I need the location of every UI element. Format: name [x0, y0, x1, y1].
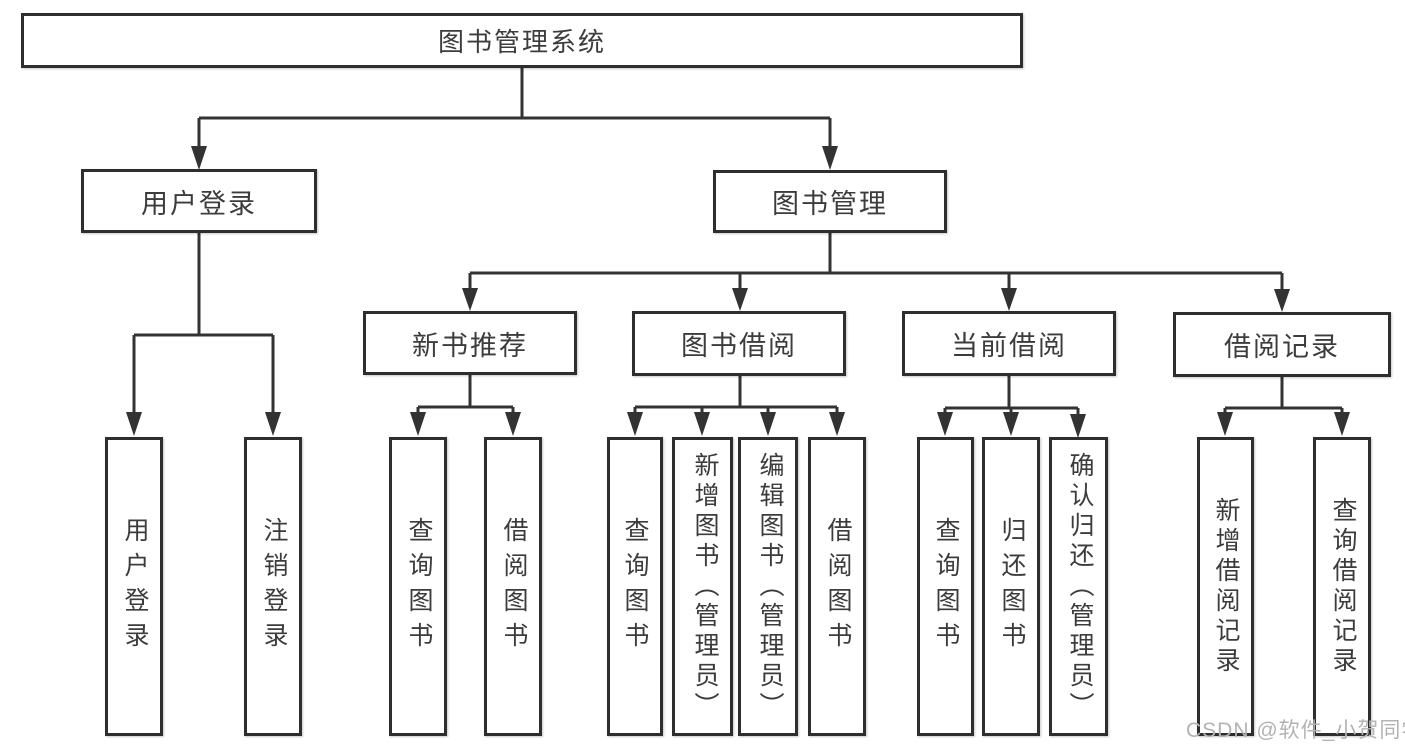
- node-new-books-label: 新书推荐: [412, 330, 528, 361]
- leaf-records-add: 新增借阅记录: [1197, 437, 1254, 736]
- node-book-borrow: 图书借阅: [632, 311, 846, 376]
- node-current-borrow: 当前借阅: [902, 311, 1116, 376]
- arrowhead-icon: [1274, 289, 1290, 312]
- leaf-bookborrow-edit: 编辑图书（管理员）: [738, 437, 798, 736]
- leaf-bookborrow-query: 查询图书: [607, 437, 663, 736]
- arrowhead-icon: [505, 412, 521, 436]
- connector-root: [191, 68, 838, 170]
- leaf-logout: 注销登录: [244, 437, 302, 736]
- connector-borrow-records: [1217, 377, 1350, 436]
- arrowhead-icon: [462, 288, 478, 311]
- node-borrow-records: 借阅记录: [1173, 312, 1391, 377]
- leaf-bookborrow-add: 新增图书（管理员）: [672, 437, 733, 736]
- arrowhead-icon: [694, 412, 710, 436]
- node-user-login-label: 用户登录: [141, 188, 257, 219]
- connector-book-borrow: [627, 376, 845, 436]
- connector-current-borrow: [937, 376, 1086, 438]
- arrowhead-icon: [829, 412, 845, 436]
- node-user-login: 用户登录: [81, 169, 317, 233]
- arrowhead-icon: [126, 412, 142, 436]
- leaf-newbooks-borrow: 借阅图书: [484, 437, 542, 736]
- arrowhead-icon: [410, 412, 426, 436]
- leaf-bookborrow-borrow: 借阅图书: [808, 437, 866, 736]
- arrowhead-icon: [760, 412, 776, 436]
- node-new-books: 新书推荐: [363, 311, 577, 375]
- leaf-current-query: 查询图书: [917, 437, 974, 736]
- node-root-label: 图书管理系统: [437, 27, 606, 57]
- leaf-newbooks-query: 查询图书: [389, 437, 447, 736]
- arrowhead-icon: [627, 412, 643, 436]
- node-root-system: 图书管理系统: [21, 13, 1023, 68]
- connector-new-books: [410, 375, 521, 436]
- arrowhead-icon: [937, 412, 953, 436]
- arrowhead-icon: [1001, 288, 1017, 311]
- connector-user-login: [126, 233, 281, 436]
- node-book-mgmt-label: 图书管理: [772, 189, 888, 219]
- leaf-current-return: 归还图书: [982, 437, 1040, 736]
- node-book-borrow-label: 图书借阅: [681, 331, 797, 361]
- leaf-user-login: 用户登录: [105, 437, 163, 736]
- arrowhead-icon: [1070, 414, 1086, 438]
- arrowhead-icon: [822, 146, 838, 170]
- arrowhead-icon: [1003, 412, 1019, 436]
- connector-book-mgmt: [462, 233, 1290, 312]
- node-current-borrow-label: 当前借阅: [951, 331, 1067, 361]
- node-book-mgmt: 图书管理: [713, 170, 947, 233]
- arrowhead-icon: [732, 288, 748, 311]
- arrowhead-icon: [1334, 412, 1350, 436]
- leaf-records-query: 查询借阅记录: [1313, 437, 1371, 736]
- arrowhead-icon: [1217, 412, 1233, 436]
- arrowhead-icon: [191, 146, 207, 170]
- node-borrow-records-label: 借阅记录: [1224, 332, 1340, 362]
- csdn-watermark: CSDN @软件_小贺同学: [1186, 719, 1405, 742]
- leaf-current-confirm: 确认归还（管理员）: [1049, 437, 1108, 736]
- arrowhead-icon: [265, 412, 281, 436]
